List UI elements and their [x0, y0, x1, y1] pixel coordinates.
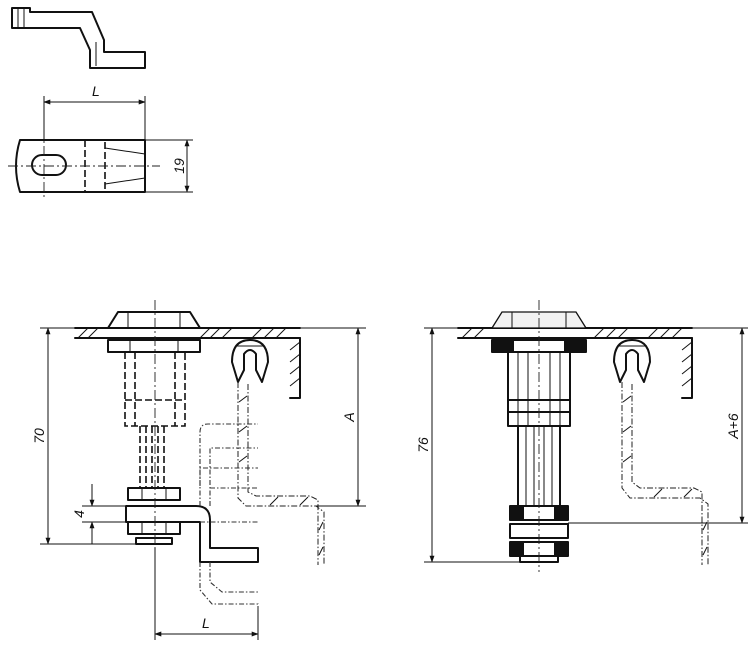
- cam-plan-view: [8, 128, 160, 200]
- dim-left-thickness: 4: [71, 484, 126, 544]
- left-overall-label: 70: [31, 428, 47, 444]
- cam-side-view: [11, 7, 146, 69]
- dim-right-overall: 76: [415, 327, 520, 563]
- left-assembly: [74, 300, 325, 610]
- left-length-label: L: [202, 615, 210, 631]
- dim-top-length: L: [43, 83, 146, 140]
- dim-left-a: A: [300, 327, 366, 507]
- top-width-label: 19: [171, 158, 187, 174]
- dim-right-a-plus: A+6: [568, 327, 748, 524]
- left-thickness-label: 4: [71, 510, 87, 518]
- left-a-label: A: [341, 412, 357, 422]
- dim-top-width: 19: [145, 139, 193, 193]
- dim-left-length: L: [154, 548, 259, 640]
- right-a-plus-label: A+6: [725, 413, 741, 440]
- top-length-label: L: [92, 83, 100, 99]
- right-overall-label: 76: [415, 437, 431, 453]
- dim-left-overall: 70: [31, 327, 140, 545]
- right-assembly: [457, 300, 709, 572]
